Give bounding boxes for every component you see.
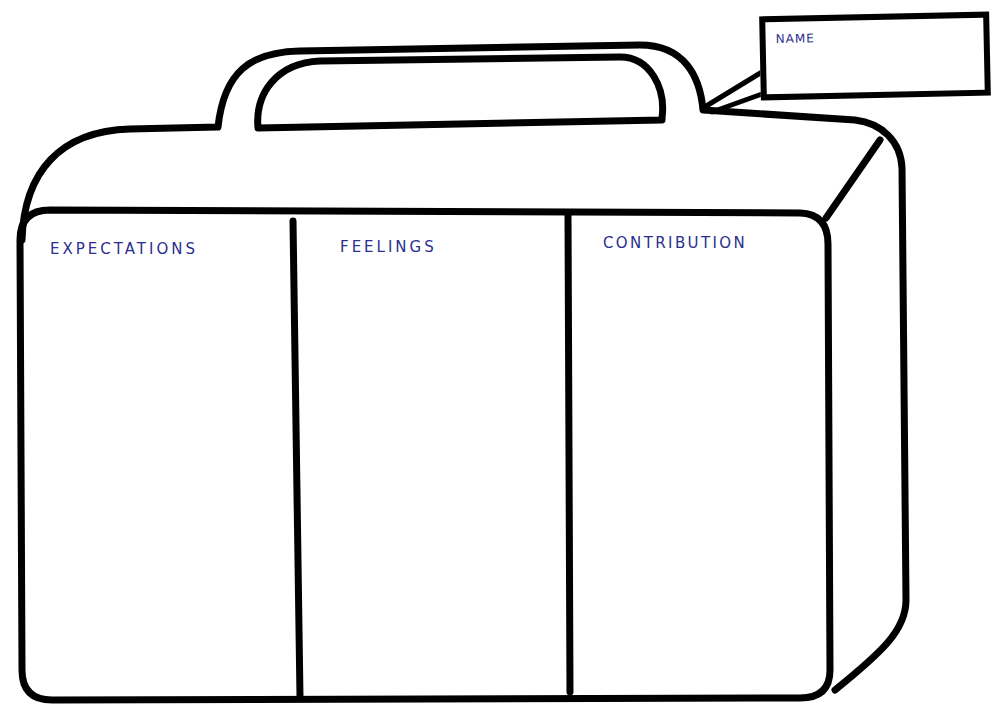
column-divider: [293, 221, 300, 697]
suitcase-edge: [826, 140, 880, 218]
column-band: CONTRIBUTION: [573, 220, 827, 690]
column-band: FEELINGS: [300, 222, 568, 692]
column-divider: [568, 215, 570, 692]
suitcase-handle-hole: [258, 57, 663, 128]
column-heading: EXPECTATIONS: [50, 240, 294, 258]
column-heading: CONTRIBUTION: [603, 234, 827, 252]
tag-label: NAME: [775, 28, 973, 46]
column-band: EXPECTATIONS: [26, 222, 294, 696]
suitcase-back-outline: [22, 45, 906, 690]
tag-string: [703, 72, 762, 112]
column-heading: FEELINGS: [340, 238, 568, 256]
suitcase-front-face: [20, 210, 830, 700]
name-tag: NAME: [759, 12, 991, 101]
